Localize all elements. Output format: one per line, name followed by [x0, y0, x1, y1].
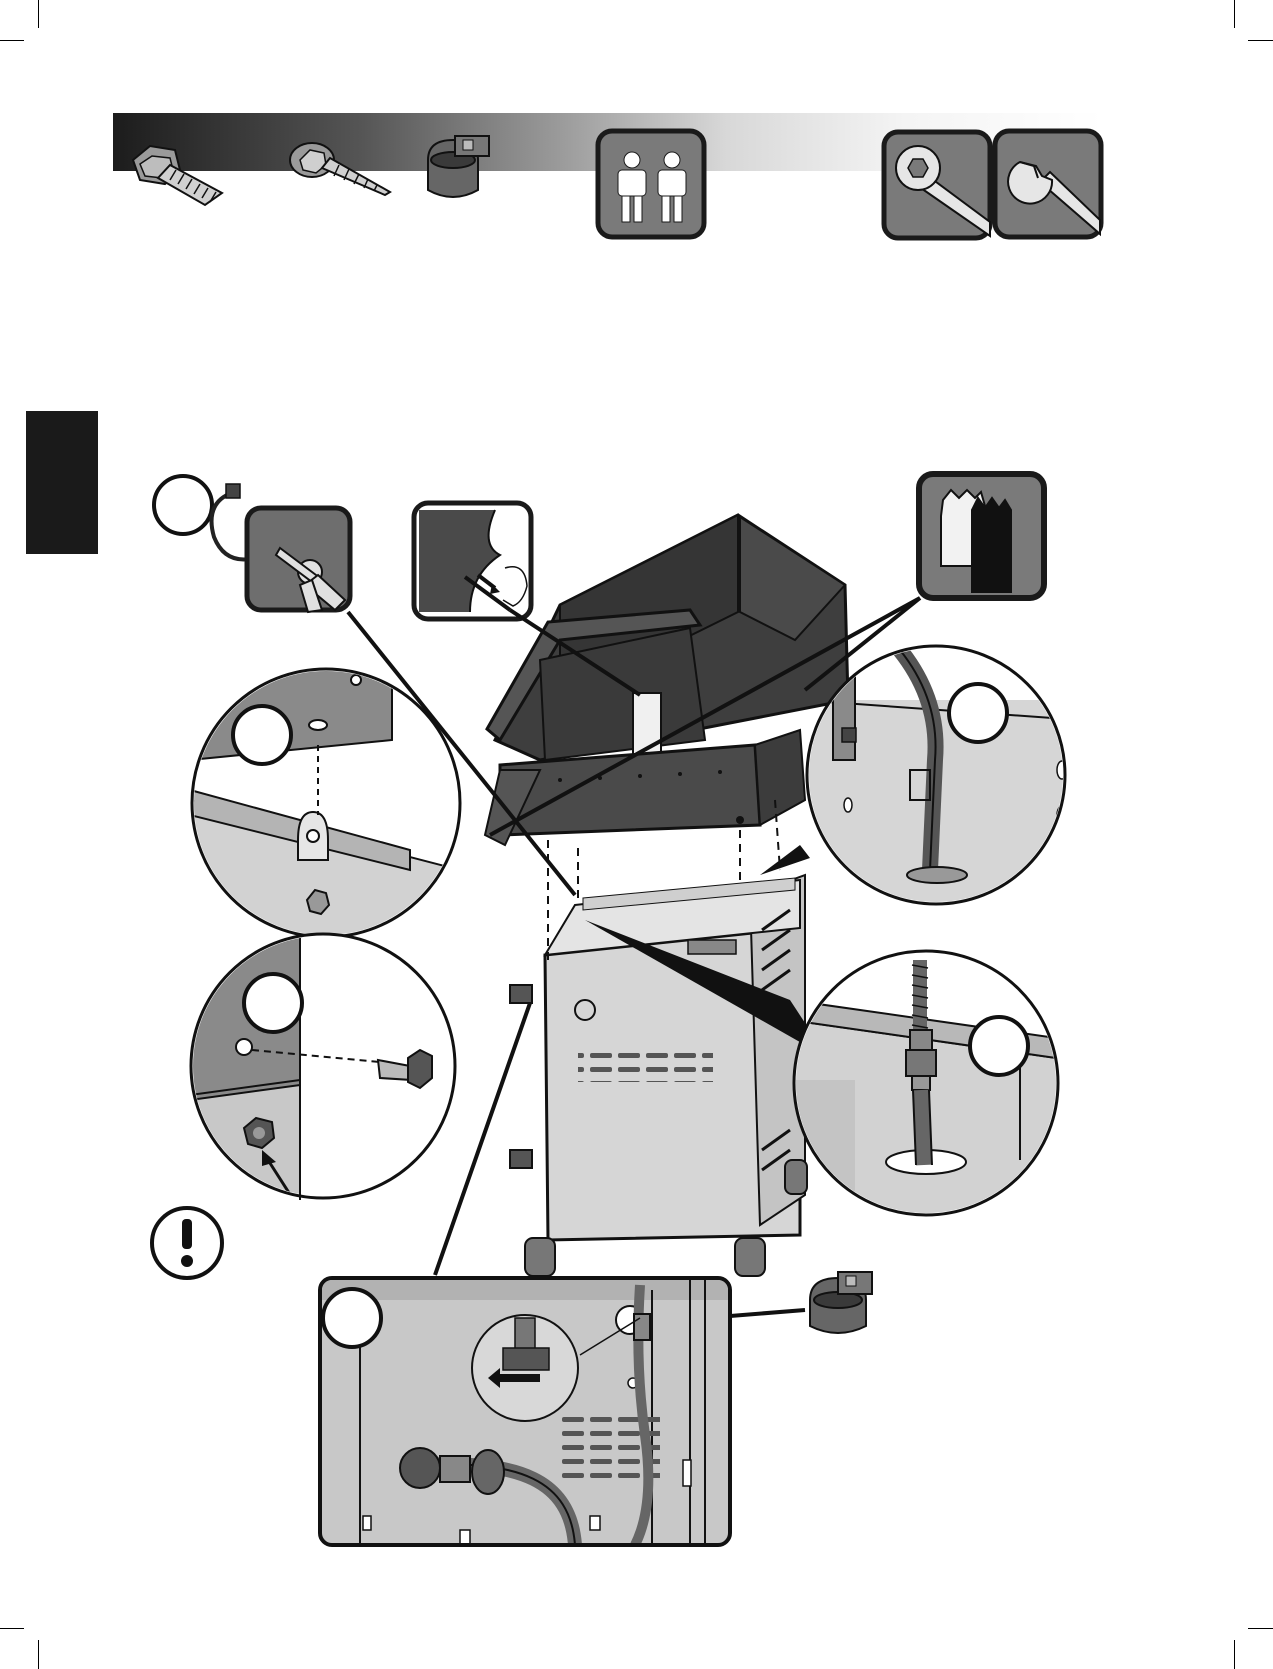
- detail-b-circle: [800, 646, 1080, 910]
- detail-a-circle: [190, 668, 460, 940]
- hose-clip-icon: [810, 1272, 872, 1333]
- detail-c-badge: [244, 974, 302, 1032]
- detail-d-circle: [790, 951, 1070, 1230]
- detail-a-badge: [233, 706, 291, 764]
- zip-tie-callout: [154, 476, 259, 560]
- detail-d-badge: [970, 1017, 1028, 1075]
- open-end-wrench-icon: [995, 131, 1101, 237]
- peel-film-icon: [414, 503, 531, 619]
- detail-e-panel: [320, 1278, 730, 1545]
- grill-head: [485, 515, 848, 845]
- self-tapping-screw-icon: [290, 143, 390, 195]
- snips-icon: [247, 508, 350, 612]
- detail-e-badge: [323, 1289, 381, 1347]
- detail-b-badge: [949, 684, 1007, 742]
- two-person-icon: [598, 131, 704, 237]
- socket-wrench-icon: [884, 132, 990, 238]
- hex-bolt-icon: [133, 146, 222, 205]
- callout-wedge: [760, 845, 810, 875]
- hose-clip-icon: [428, 136, 489, 197]
- exclamation-icon: [152, 1208, 222, 1278]
- gloves-icon: [919, 474, 1044, 598]
- detail-c-circle: [190, 930, 455, 1210]
